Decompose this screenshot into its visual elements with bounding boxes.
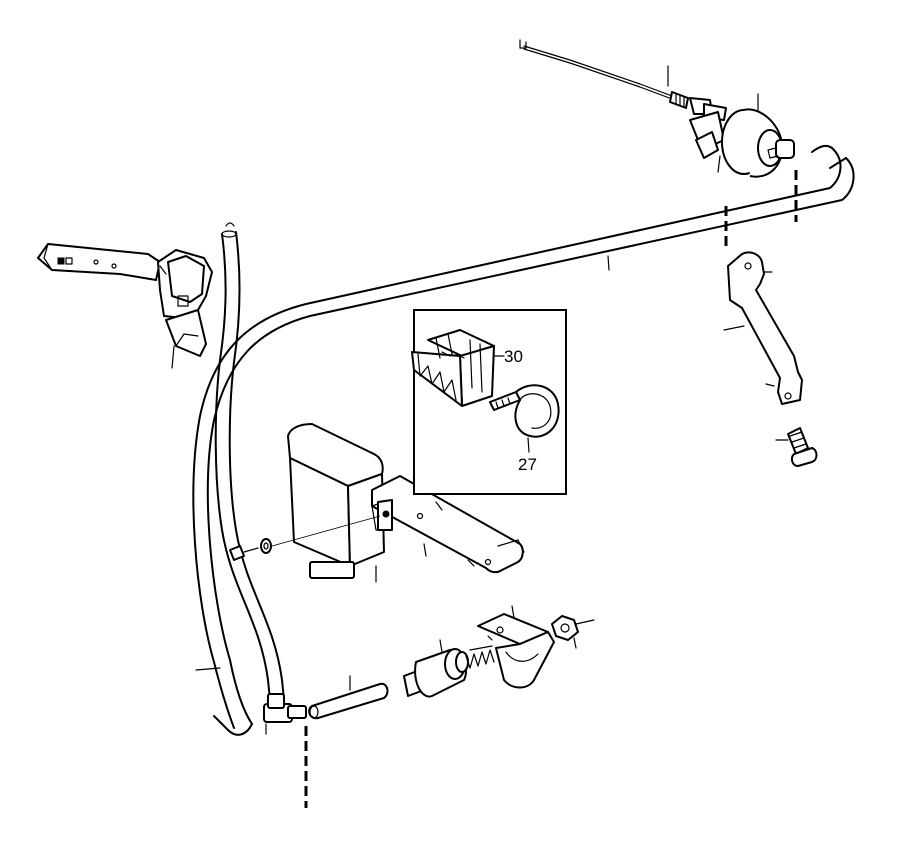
valve-mounting-bracket [477, 605, 555, 689]
callout-27: 27 [518, 455, 537, 474]
vacuum-actuator [669, 91, 798, 246]
clip-holder [411, 329, 495, 407]
callout-30: 30 [504, 347, 523, 366]
left-vacuum-hose [195, 222, 285, 701]
vacuum-valve [403, 639, 495, 698]
mounting-bolt [775, 427, 818, 467]
module-bracket-arm [371, 475, 525, 574]
screw-and-washer [229, 515, 381, 561]
throttle-cable [519, 39, 673, 100]
t-connector [263, 693, 308, 808]
pedal-lever-assembly [37, 243, 213, 369]
detail-inset: 30 27 [411, 309, 567, 495]
control-module [287, 423, 385, 583]
actuator-bracket [723, 251, 803, 405]
nut-and-bolt [551, 615, 595, 649]
short-hose-piece [308, 675, 389, 720]
cable-tie [489, 384, 560, 438]
